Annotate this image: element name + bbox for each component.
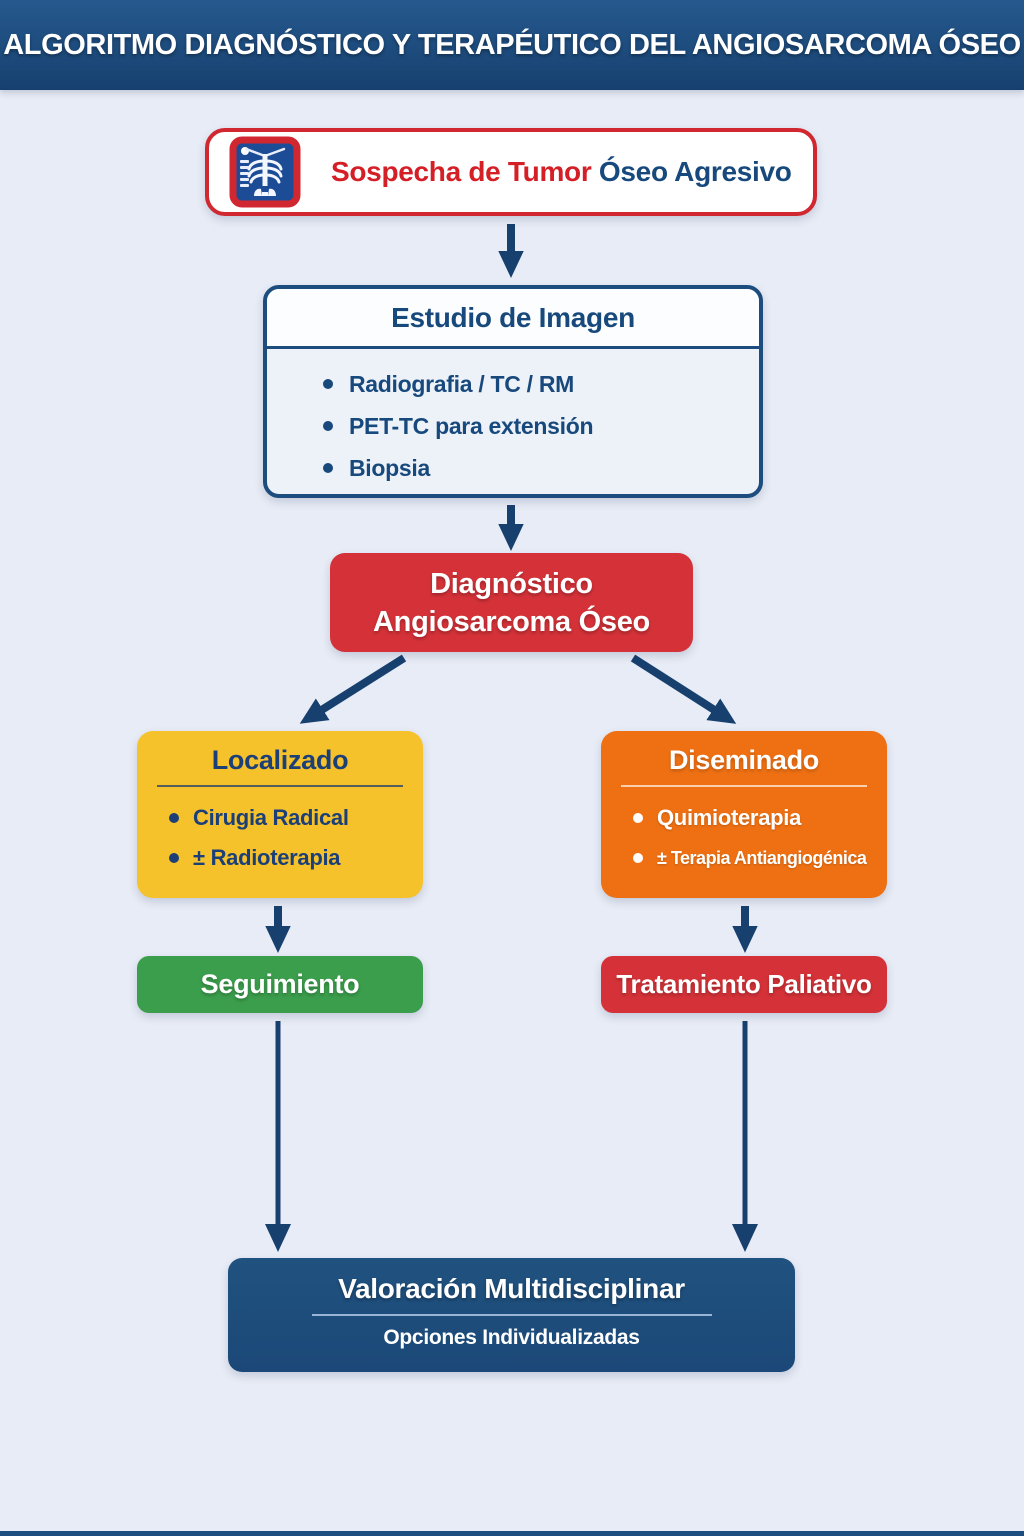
suspicion-label-blue: Óseo Agresivo — [591, 156, 792, 187]
arrow-diagnosis-to-localized — [299, 654, 407, 724]
bullet-dot — [323, 379, 333, 389]
disseminated-list: Quimioterapia ± Terapia Antiangiogénica — [601, 798, 887, 878]
bullet-dot — [633, 853, 643, 863]
imaging-box: Estudio de Imagen Radiografia / TC / RM … — [263, 285, 763, 498]
disseminated-bullet-2: ± Terapia Antiangiogénica — [657, 847, 867, 868]
imaging-title: Estudio de Imagen — [391, 301, 635, 333]
final-subtitle: Opciones Individualizadas — [383, 1326, 640, 1349]
bullet-dot — [323, 463, 333, 473]
bullet-dot — [169, 813, 179, 823]
suspicion-label-red: Sospecha de Tumor — [331, 156, 592, 187]
list-item: Radiografia / TC / RM — [323, 363, 759, 405]
localized-list: Cirugia Radical ± Radioterapia — [137, 798, 423, 878]
list-item: ± Terapia Antiangiogénica — [633, 838, 887, 878]
palliative-box: Tratamiento Paliativo — [601, 956, 887, 1013]
list-item: ± Radioterapia — [169, 838, 423, 878]
imaging-bullet-3: Biopsia — [349, 454, 430, 481]
localized-bullet-1: Cirugia Radical — [193, 805, 349, 830]
bottom-edge-strip — [0, 1531, 1024, 1536]
suspicion-box: Sospecha de Tumor Óseo Agresivo — [205, 128, 817, 216]
list-item: Quimioterapia — [633, 798, 887, 838]
header-bar: ALGORITMO DIAGNÓSTICO Y TERAPÉUTICO DEL … — [0, 0, 1024, 90]
final-title: Valoración Multidisciplinar — [338, 1273, 685, 1304]
imaging-bullet-1: Radiografia / TC / RM — [349, 370, 574, 397]
localized-bullet-2: ± Radioterapia — [193, 845, 341, 870]
diagnosis-box: Diagnóstico Angiosarcoma Óseo — [330, 553, 693, 652]
divider — [621, 785, 867, 787]
followup-box: Seguimiento — [137, 956, 423, 1013]
disseminated-box: Diseminado Quimioterapia ± Terapia Antia… — [601, 731, 887, 898]
list-item: PET-TC para extensión — [323, 405, 759, 447]
disseminated-bullet-1: Quimioterapia — [657, 805, 802, 830]
diagnosis-line1: Diagnóstico — [430, 567, 593, 600]
localized-box: Localizado Cirugia Radical ± Radioterapi… — [137, 731, 423, 898]
list-item: Cirugia Radical — [169, 798, 423, 838]
xray-icon — [229, 136, 301, 208]
imaging-header: Estudio de Imagen — [267, 289, 759, 349]
bullet-dot — [323, 421, 333, 431]
divider — [311, 1314, 712, 1316]
divider — [157, 785, 403, 787]
list-item: Biopsia — [323, 447, 759, 489]
page-title: ALGORITMO DIAGNÓSTICO Y TERAPÉUTICO DEL … — [3, 28, 1021, 61]
suspicion-label: Sospecha de Tumor Óseo Agresivo — [331, 156, 792, 188]
palliative-label: Tratamiento Paliativo — [616, 969, 872, 999]
bullet-dot — [633, 813, 643, 823]
imaging-bullet-2: PET-TC para extensión — [349, 412, 594, 439]
bullet-dot — [169, 853, 179, 863]
diagnosis-line2: Angiosarcoma Óseo — [373, 605, 650, 638]
followup-label: Seguimiento — [200, 969, 360, 999]
final-box: Valoración Multidisciplinar Opciones Ind… — [228, 1258, 795, 1372]
arrow-diagnosis-to-disseminated — [630, 654, 737, 724]
disseminated-title: Diseminado — [668, 745, 820, 775]
localized-title: Localizado — [211, 745, 349, 775]
imaging-list: Radiografia / TC / RM PET-TC para extens… — [267, 363, 759, 489]
